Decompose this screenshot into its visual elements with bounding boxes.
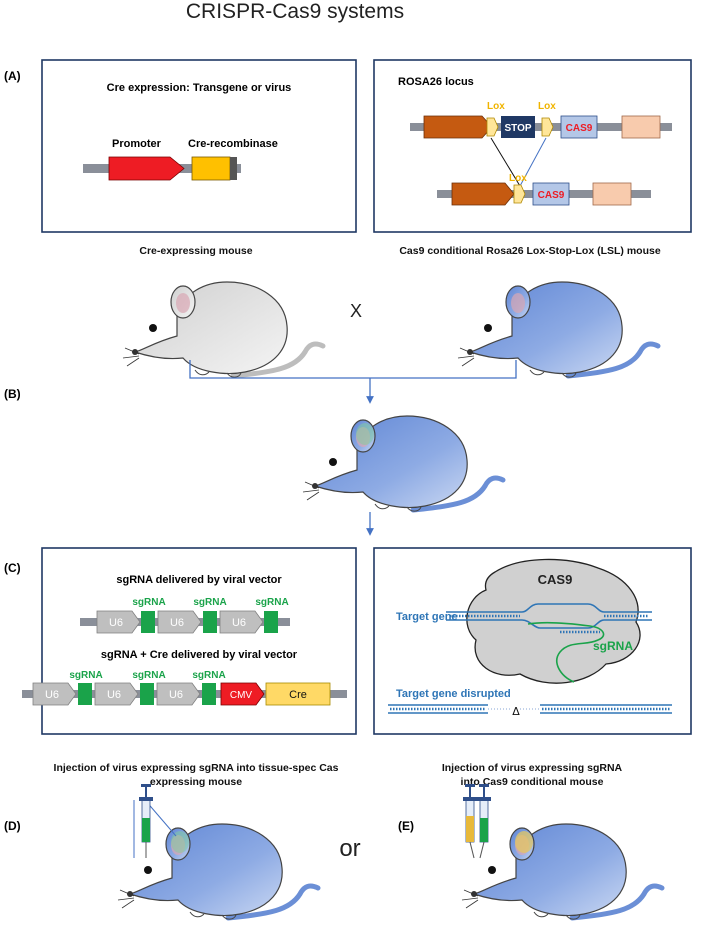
- cross-symbol: X: [350, 301, 362, 321]
- lox-label-2: Lox: [538, 101, 556, 112]
- sgrna-label-v2-3: sgRNA: [192, 670, 225, 681]
- cas9-label-bottom: CAS9: [538, 190, 565, 201]
- sgrna-block-v2-1: [78, 683, 92, 705]
- cas9-block-bottom: [532, 182, 570, 206]
- sgrna-mechanism-label: sgRNA: [593, 639, 633, 653]
- sgrna-block-v2-2: [140, 683, 154, 705]
- promoter-block: [108, 156, 185, 181]
- cmv-promoter: [220, 682, 265, 706]
- cas9-lsl-mouse: [458, 282, 658, 377]
- cre-block: [265, 682, 331, 706]
- cmv-label: CMV: [230, 690, 253, 701]
- cas9-lsl-mouse-caption: Cas9 conditional Rosa26 Lox-Stop-Lox (LS…: [399, 245, 661, 257]
- sgrna-block-v1-2: [203, 611, 217, 633]
- cre-box-heading: Cre expression: Transgene or virus: [107, 82, 292, 94]
- rosa26-heading: ROSA26 locus: [398, 76, 474, 88]
- disrupted-dna: [388, 704, 672, 714]
- rosa26-box: ROSA26 locus Lox Lox STOP CAS9 Lox CAS9: [373, 59, 692, 233]
- target-dna: [446, 603, 652, 629]
- u6-label-v2-3: U6: [169, 689, 183, 701]
- u6-label-v2-1: U6: [45, 689, 59, 701]
- lox-site-2: [541, 117, 554, 137]
- pale-exon-top: [621, 115, 661, 139]
- u6-promoter-v1-2: [157, 610, 202, 634]
- cas9-protein-shape: [466, 558, 641, 684]
- u6-promoter-v1-3: [219, 610, 264, 634]
- u6-label-v1-2: U6: [170, 617, 184, 629]
- sgrna-block-v1-1: [141, 611, 155, 633]
- u6-promoter-v2-2: [94, 682, 139, 706]
- panel-label-a: (A): [4, 69, 21, 83]
- cas9-mechanism-box: CAS9 Target gene sgRNA Target gene disru…: [373, 547, 692, 735]
- u6-promoter-v1-1: [96, 610, 141, 634]
- lox-label-3: Lox: [509, 173, 527, 184]
- sgrna-label-v1-1: sgRNA: [132, 597, 165, 608]
- lox-site-1: [486, 117, 499, 137]
- cas9-block-top: [560, 115, 598, 139]
- u6-label-v2-2: U6: [107, 689, 121, 701]
- cre-expressing-mouse: [123, 282, 323, 377]
- injection-left-caption-2: expressing mouse: [150, 776, 242, 788]
- deletion-symbol: Δ: [512, 705, 520, 718]
- injected-mouse-e: [462, 824, 662, 919]
- injection-right-caption-2: into Cas9 conditional mouse: [461, 776, 604, 788]
- sgrna-label-v2-1: sgRNA: [69, 670, 102, 681]
- target-gene-label: Target gene: [396, 611, 458, 623]
- sgrna-block-v2-3: [202, 683, 216, 705]
- rosa-backbone-top: [410, 123, 672, 131]
- u6-label-v1-1: U6: [109, 617, 123, 629]
- panel-label-d: (D): [4, 819, 21, 833]
- target-gene-disrupted-label: Target gene disrupted: [396, 688, 511, 700]
- sgrna-vector-heading: sgRNA delivered by viral vector: [116, 574, 282, 586]
- cre-recombinase-label: Cre-recombinase: [188, 138, 278, 150]
- sgrna-block-v1-3: [264, 611, 278, 633]
- panel-label-e: (E): [398, 819, 414, 833]
- cre-recombinase-block: [191, 156, 231, 181]
- injection-right-caption-1: Injection of virus expressing sgRNA: [442, 762, 623, 774]
- promoter-label: Promoter: [112, 138, 162, 150]
- pale-exon-bottom: [592, 182, 632, 206]
- sgrna-label-v1-3: sgRNA: [255, 597, 288, 608]
- cas9-protein-label: CAS9: [538, 572, 573, 587]
- injection-left-caption-1: Injection of virus expressing sgRNA into…: [54, 762, 339, 774]
- panel-label-c: (C): [4, 561, 21, 575]
- figure-title: CRISPR-Cas9 systems: [186, 0, 404, 23]
- stop-block: [501, 116, 535, 138]
- stop-label: STOP: [504, 123, 531, 134]
- u6-promoter-v2-3: [156, 682, 201, 706]
- cre-mouse-caption: Cre-expressing mouse: [139, 245, 252, 257]
- cre-expression-box: Cre expression: Transgene or virus Promo…: [41, 59, 357, 233]
- or-label: or: [339, 835, 360, 862]
- syringes-e: [463, 784, 491, 859]
- cross-bracket: [189, 360, 517, 404]
- sgrna-label-v2-2: sgRNA: [132, 670, 165, 681]
- rosa-exon-top: [423, 115, 493, 139]
- sgrna-strand: [527, 621, 605, 683]
- u6-promoter-v2-1: [32, 682, 77, 706]
- injected-mouse-d: [118, 824, 318, 919]
- cre-label: Cre: [289, 689, 307, 701]
- rosa-exon-bottom: [451, 182, 515, 206]
- sgrna-label-v1-2: sgRNA: [193, 597, 226, 608]
- cre-cas9-offspring-mouse: [303, 416, 503, 511]
- sgrna-vector-box: sgRNA delivered by viral vector sgRNA sg…: [22, 547, 357, 735]
- cas9-label-top: CAS9: [566, 123, 593, 134]
- panel-label-b: (B): [4, 387, 21, 401]
- cre-end-cap: [230, 157, 237, 180]
- lox-site-3: [513, 184, 526, 204]
- lox-label-1: Lox: [487, 101, 505, 112]
- u6-label-v1-3: U6: [232, 617, 246, 629]
- sgrna-cre-vector-heading: sgRNA + Cre delivered by viral vector: [101, 649, 298, 661]
- syringe-d: [133, 784, 177, 858]
